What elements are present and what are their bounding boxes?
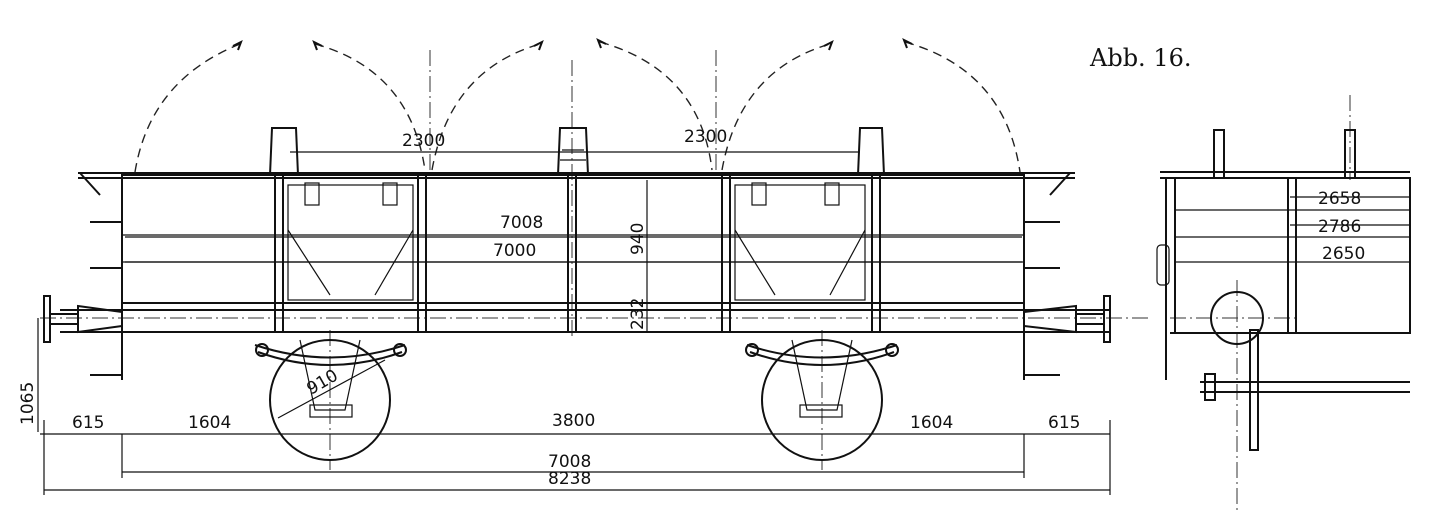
end-view: 2658 2786 2650	[1156, 95, 1411, 510]
dim-seg-b: 1604	[188, 413, 231, 433]
dimension-lines	[37, 151, 1111, 495]
dim-inner-length: 7008	[500, 213, 543, 233]
dim-frame-length: 7000	[493, 241, 536, 261]
running-gear	[254, 339, 899, 461]
dim-seg-c: 3800	[552, 411, 595, 431]
dimension-labels: 2300 2300 7008 7000 940 232 910 1065 615…	[18, 127, 1080, 489]
wagon-body	[60, 172, 1110, 380]
center-lines	[40, 50, 1150, 470]
dim-seg-a: 615	[72, 413, 104, 433]
side-view: 2300 2300 7008 7000 940 232 910 1065 615…	[18, 37, 1150, 495]
door-swing-arcs	[134, 37, 1021, 173]
dim-total-inner: 7008	[548, 452, 591, 472]
dim-seg-d: 1604	[910, 413, 953, 433]
dim-arc-right: 2300	[684, 127, 727, 147]
dim-arc-left: 2300	[402, 131, 445, 151]
dim-buffer-height: 1065	[18, 382, 38, 425]
dim-end-width-1: 2658	[1318, 189, 1361, 209]
buffers	[43, 295, 1111, 343]
dim-end-width-2: 2786	[1318, 217, 1361, 237]
dim-seg-e: 615	[1048, 413, 1080, 433]
dim-side-height: 940	[628, 223, 648, 255]
dim-end-width-3: 2650	[1322, 244, 1365, 264]
figure-label: Abb. 16.	[1089, 44, 1191, 72]
dim-sole-height: 232	[628, 298, 648, 330]
dim-total-outer: 8238	[548, 469, 591, 489]
